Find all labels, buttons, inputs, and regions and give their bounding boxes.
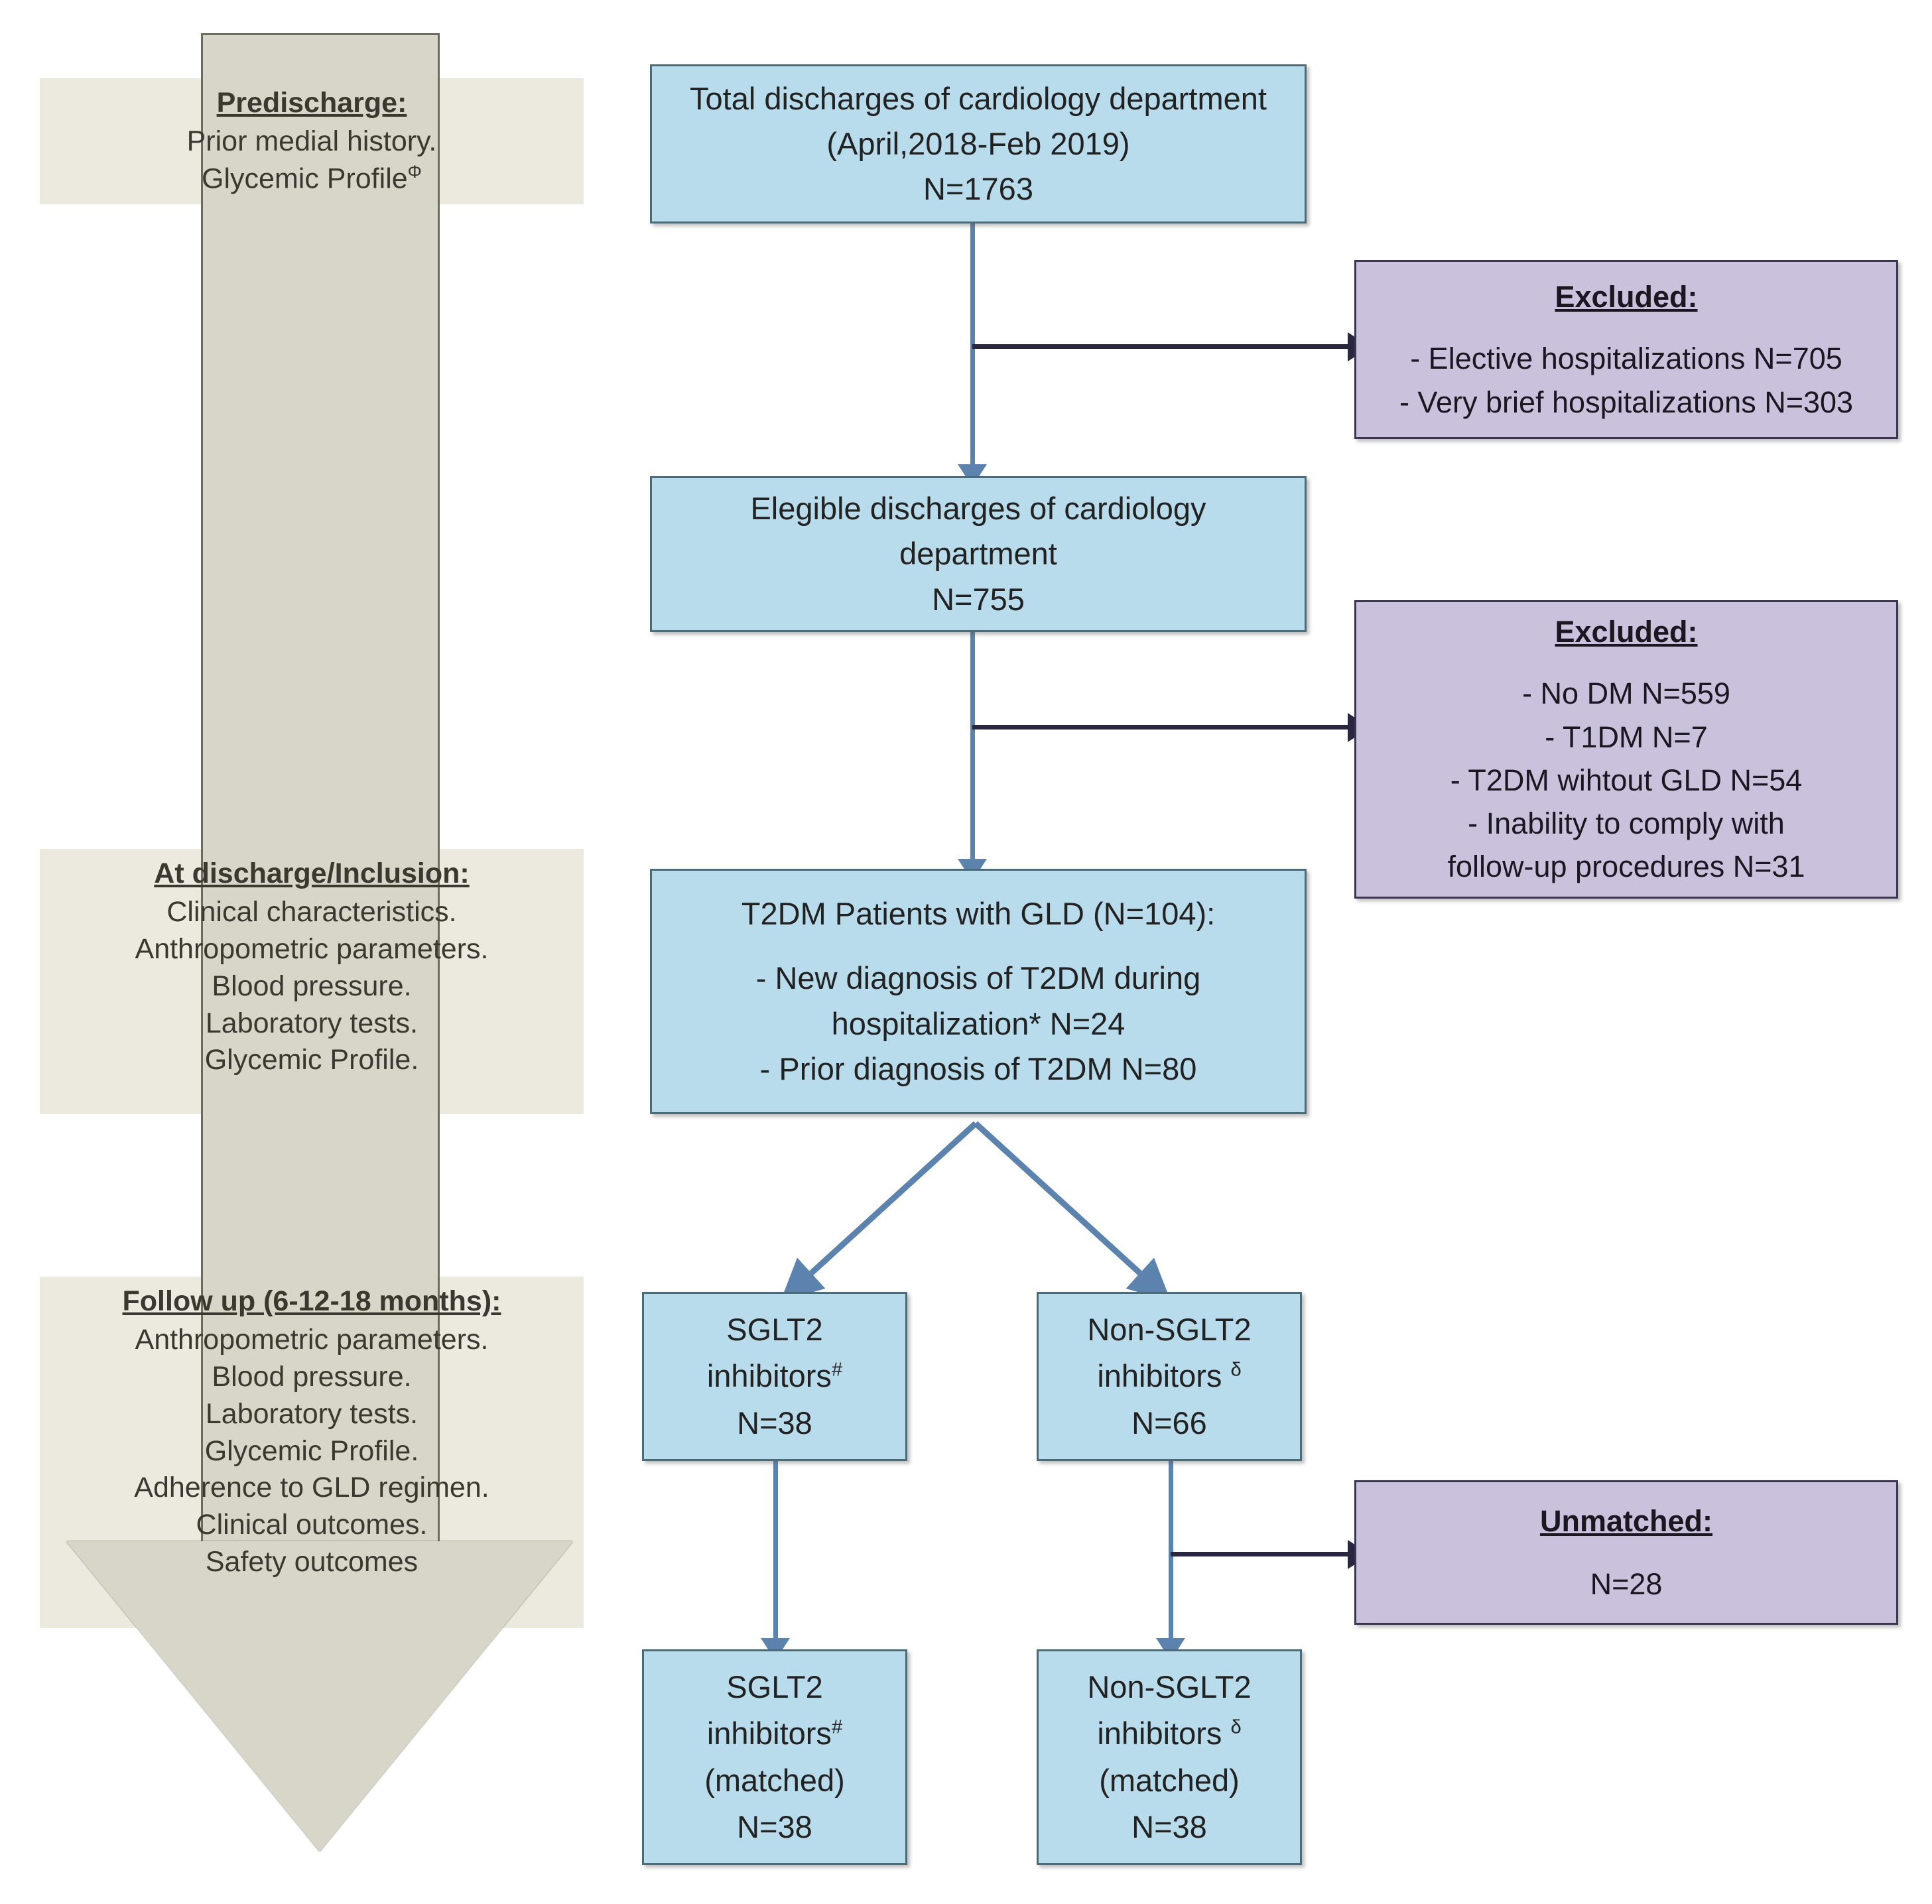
stage-line: Clinical characteristics. [166, 895, 457, 928]
stage-line: Laboratory tests. [205, 1007, 419, 1039]
node-line: N=1763 [923, 171, 1033, 207]
node-line-text: inhibitors [706, 1716, 832, 1751]
node-line: Total discharges of cardiology departmen… [690, 80, 1267, 116]
node-eligible-discharges[interactable]: Elegible discharges of cardiology depart… [650, 476, 1307, 632]
connector-eligible-to-t2dm [970, 630, 975, 865]
stage-heading: Follow up (6-12-18 months): [122, 1285, 501, 1317]
excluded-item: - T1DM N=7 [1545, 720, 1708, 754]
unmatched-heading: Unmatched: [1539, 1503, 1713, 1538]
node-line: N=38 [1131, 1809, 1207, 1844]
node-sglt2-matched[interactable]: SGLT2 inhibitors# (matched) N=38 [642, 1649, 907, 1865]
timeline-stage-at-discharge: At discharge/Inclusion: Clinical charact… [40, 856, 584, 1079]
node-line: SGLT2 [726, 1669, 823, 1704]
node-line: N=755 [932, 581, 1025, 617]
stage-line: Glycemic Profile. [204, 1044, 419, 1076]
node-excluded-2[interactable]: Excluded: - No DM N=559 - T1DM N=7 - T2D… [1354, 600, 1898, 899]
node-line-text: inhibitors [1097, 1358, 1222, 1394]
node-line: N=38 [737, 1809, 812, 1844]
node-line: N=38 [737, 1405, 812, 1440]
node-line: Elegible discharges of cardiology [750, 491, 1206, 527]
node-line-text: inhibitors [706, 1358, 832, 1394]
node-line: (matched) [1099, 1762, 1240, 1798]
excluded-heading: Excluded: [1555, 280, 1698, 314]
timeline-stage-follow-up: Follow up (6-12-18 months): Anthropometr… [40, 1283, 584, 1581]
node-line: SGLT2 [726, 1311, 823, 1347]
stage-line: Laboratory tests. [205, 1397, 419, 1430]
stage-line-text: Glycemic Profile [202, 162, 408, 195]
stage-line: Blood pressure. [212, 1360, 412, 1393]
node-line: Non-SGLT2 [1087, 1669, 1252, 1704]
stage-line: Anthropometric parameters. [135, 932, 489, 965]
unmatched-value: N=28 [1590, 1566, 1663, 1601]
excluded-heading: Excluded: [1555, 615, 1698, 649]
node-line: T2DM Patients with GLD (N=104): [741, 896, 1216, 932]
timeline-arrow-head [66, 1541, 573, 1852]
timeline-arrow-shaft [201, 33, 440, 1542]
excluded-item: - Very brief hospitalizations N=303 [1399, 385, 1854, 419]
stage-line: Blood pressure. [212, 970, 412, 1002]
node-line: hospitalization* N=24 [831, 1005, 1126, 1041]
connector-to-excluded-2 [972, 725, 1354, 730]
excluded-item: - No DM N=559 [1522, 676, 1730, 711]
node-line: (matched) [704, 1762, 845, 1798]
node-unmatched[interactable]: Unmatched: N=28 [1354, 1480, 1898, 1625]
delta-superscript: δ [1230, 1359, 1242, 1381]
delta-superscript: δ [1230, 1716, 1242, 1738]
node-non-sglt2-matched[interactable]: Non-SGLT2 inhibitors δ (matched) N=38 [1037, 1649, 1302, 1865]
node-non-sglt2-inhibitors[interactable]: Non-SGLT2 inhibitors δ N=66 [1037, 1292, 1302, 1461]
node-line: (April,2018-Feb 2019) [826, 125, 1130, 161]
connector-to-excluded-1 [972, 344, 1354, 349]
node-line: inhibitors# [644, 1710, 905, 1757]
node-line: N=66 [1131, 1405, 1207, 1440]
stage-heading: At discharge/Inclusion: [154, 857, 470, 889]
hash-superscript: # [831, 1716, 843, 1738]
connector-sglt2-to-matched [773, 1459, 778, 1645]
connector-to-unmatched [1171, 1552, 1354, 1556]
timeline-stage-predischarge: Predischarge: Prior medial history. Glyc… [40, 85, 584, 198]
node-line-text: inhibitors [1097, 1716, 1222, 1751]
stage-line: Prior medial history. [186, 125, 437, 157]
node-line: inhibitors# [644, 1353, 905, 1400]
excluded-item: - Inability to comply with [1468, 806, 1785, 841]
phi-superscript: Φ [407, 161, 422, 182]
stage-line: Glycemic ProfileΦ [40, 160, 584, 198]
node-line: inhibitors δ [1039, 1353, 1300, 1400]
excluded-item: - T2DM wihtout GLD N=54 [1450, 763, 1803, 797]
node-line: department [899, 536, 1057, 572]
excluded-item: follow-up procedures N=31 [1447, 850, 1805, 884]
node-line: - New diagnosis of T2DM during [755, 960, 1201, 996]
node-t2dm-with-gld[interactable]: T2DM Patients with GLD (N=104): - New di… [650, 869, 1307, 1114]
connector-t2dm-branch [780, 1121, 1171, 1302]
stage-line: Anthropometric parameters. [135, 1323, 489, 1356]
excluded-item: - Elective hospitalizations N=705 [1410, 342, 1842, 376]
stage-line: Adherence to GLD regimen. [134, 1472, 489, 1504]
hash-superscript: # [831, 1359, 843, 1381]
stage-heading: Predischarge: [216, 87, 407, 119]
node-total-discharges[interactable]: Total discharges of cardiology departmen… [650, 64, 1307, 223]
node-excluded-1[interactable]: Excluded: - Elective hospitalizations N=… [1354, 260, 1898, 439]
stage-line: Safety outcomes [205, 1546, 419, 1578]
node-line: inhibitors δ [1039, 1710, 1300, 1757]
stage-line: Glycemic Profile. [204, 1434, 419, 1467]
stage-line: Clinical outcomes. [196, 1509, 428, 1541]
node-line: Non-SGLT2 [1087, 1311, 1252, 1347]
node-line: - Prior diagnosis of T2DM N=80 [759, 1050, 1197, 1086]
node-sglt2-inhibitors[interactable]: SGLT2 inhibitors# N=38 [642, 1292, 907, 1461]
